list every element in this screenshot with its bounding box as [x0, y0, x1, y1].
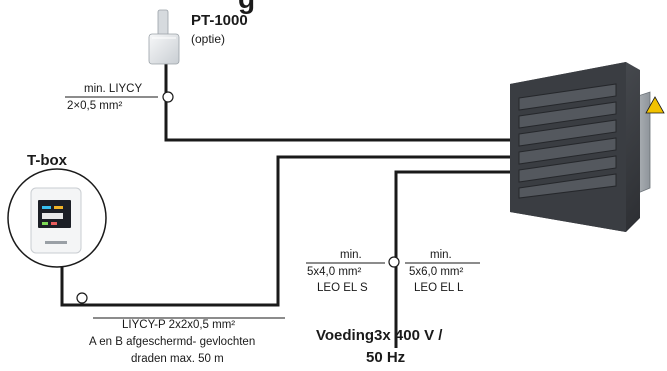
sensor-cable [164, 62, 512, 142]
power-supply-frequency: 50 Hz [366, 349, 406, 366]
cable-glands [76, 91, 400, 304]
pt1000-note: (optie) [191, 32, 226, 46]
cables [60, 62, 515, 348]
cable-gland-icon [76, 292, 88, 304]
tbox-cable [60, 155, 514, 307]
power-supply-label: Voeding3x 400 V / [316, 327, 443, 344]
tbox-controller-icon [7, 168, 107, 268]
tbox-cable-spec: LIYCY-P 2x2x0,5 mm² [122, 319, 236, 331]
cable-gland-icon [388, 256, 400, 268]
top-title-fragment: g [238, 0, 255, 14]
cable-gland-icon [162, 91, 174, 103]
tbox-label: T-box [27, 152, 67, 169]
pt1000-sensor-icon [148, 9, 180, 65]
power-cable-s-min: min. [340, 249, 362, 261]
power-cable-l-size: 5x6,0 mm² [409, 266, 464, 278]
annotation-lines [65, 96, 480, 319]
sensor-cable-size: 2×0,5 mm² [67, 100, 123, 112]
power-cable [394, 170, 515, 348]
tbox-cable-shield: A en B afgeschermd- gevlochten [89, 336, 256, 348]
power-cable-l-min: min. [430, 249, 452, 261]
tbox-cable-length: draden max. 50 m [131, 353, 224, 365]
pt1000-label: PT-1000 [191, 12, 248, 29]
warning-sign-icon [645, 96, 665, 114]
power-cable-l-type: LEO EL L [414, 282, 464, 294]
power-cable-s-size: 5x4,0 mm² [307, 266, 362, 278]
power-cable-s-type: LEO EL S [317, 282, 368, 294]
sensor-cable-spec: min. LIYCY [84, 83, 143, 95]
heater-unit-icon [510, 62, 665, 232]
